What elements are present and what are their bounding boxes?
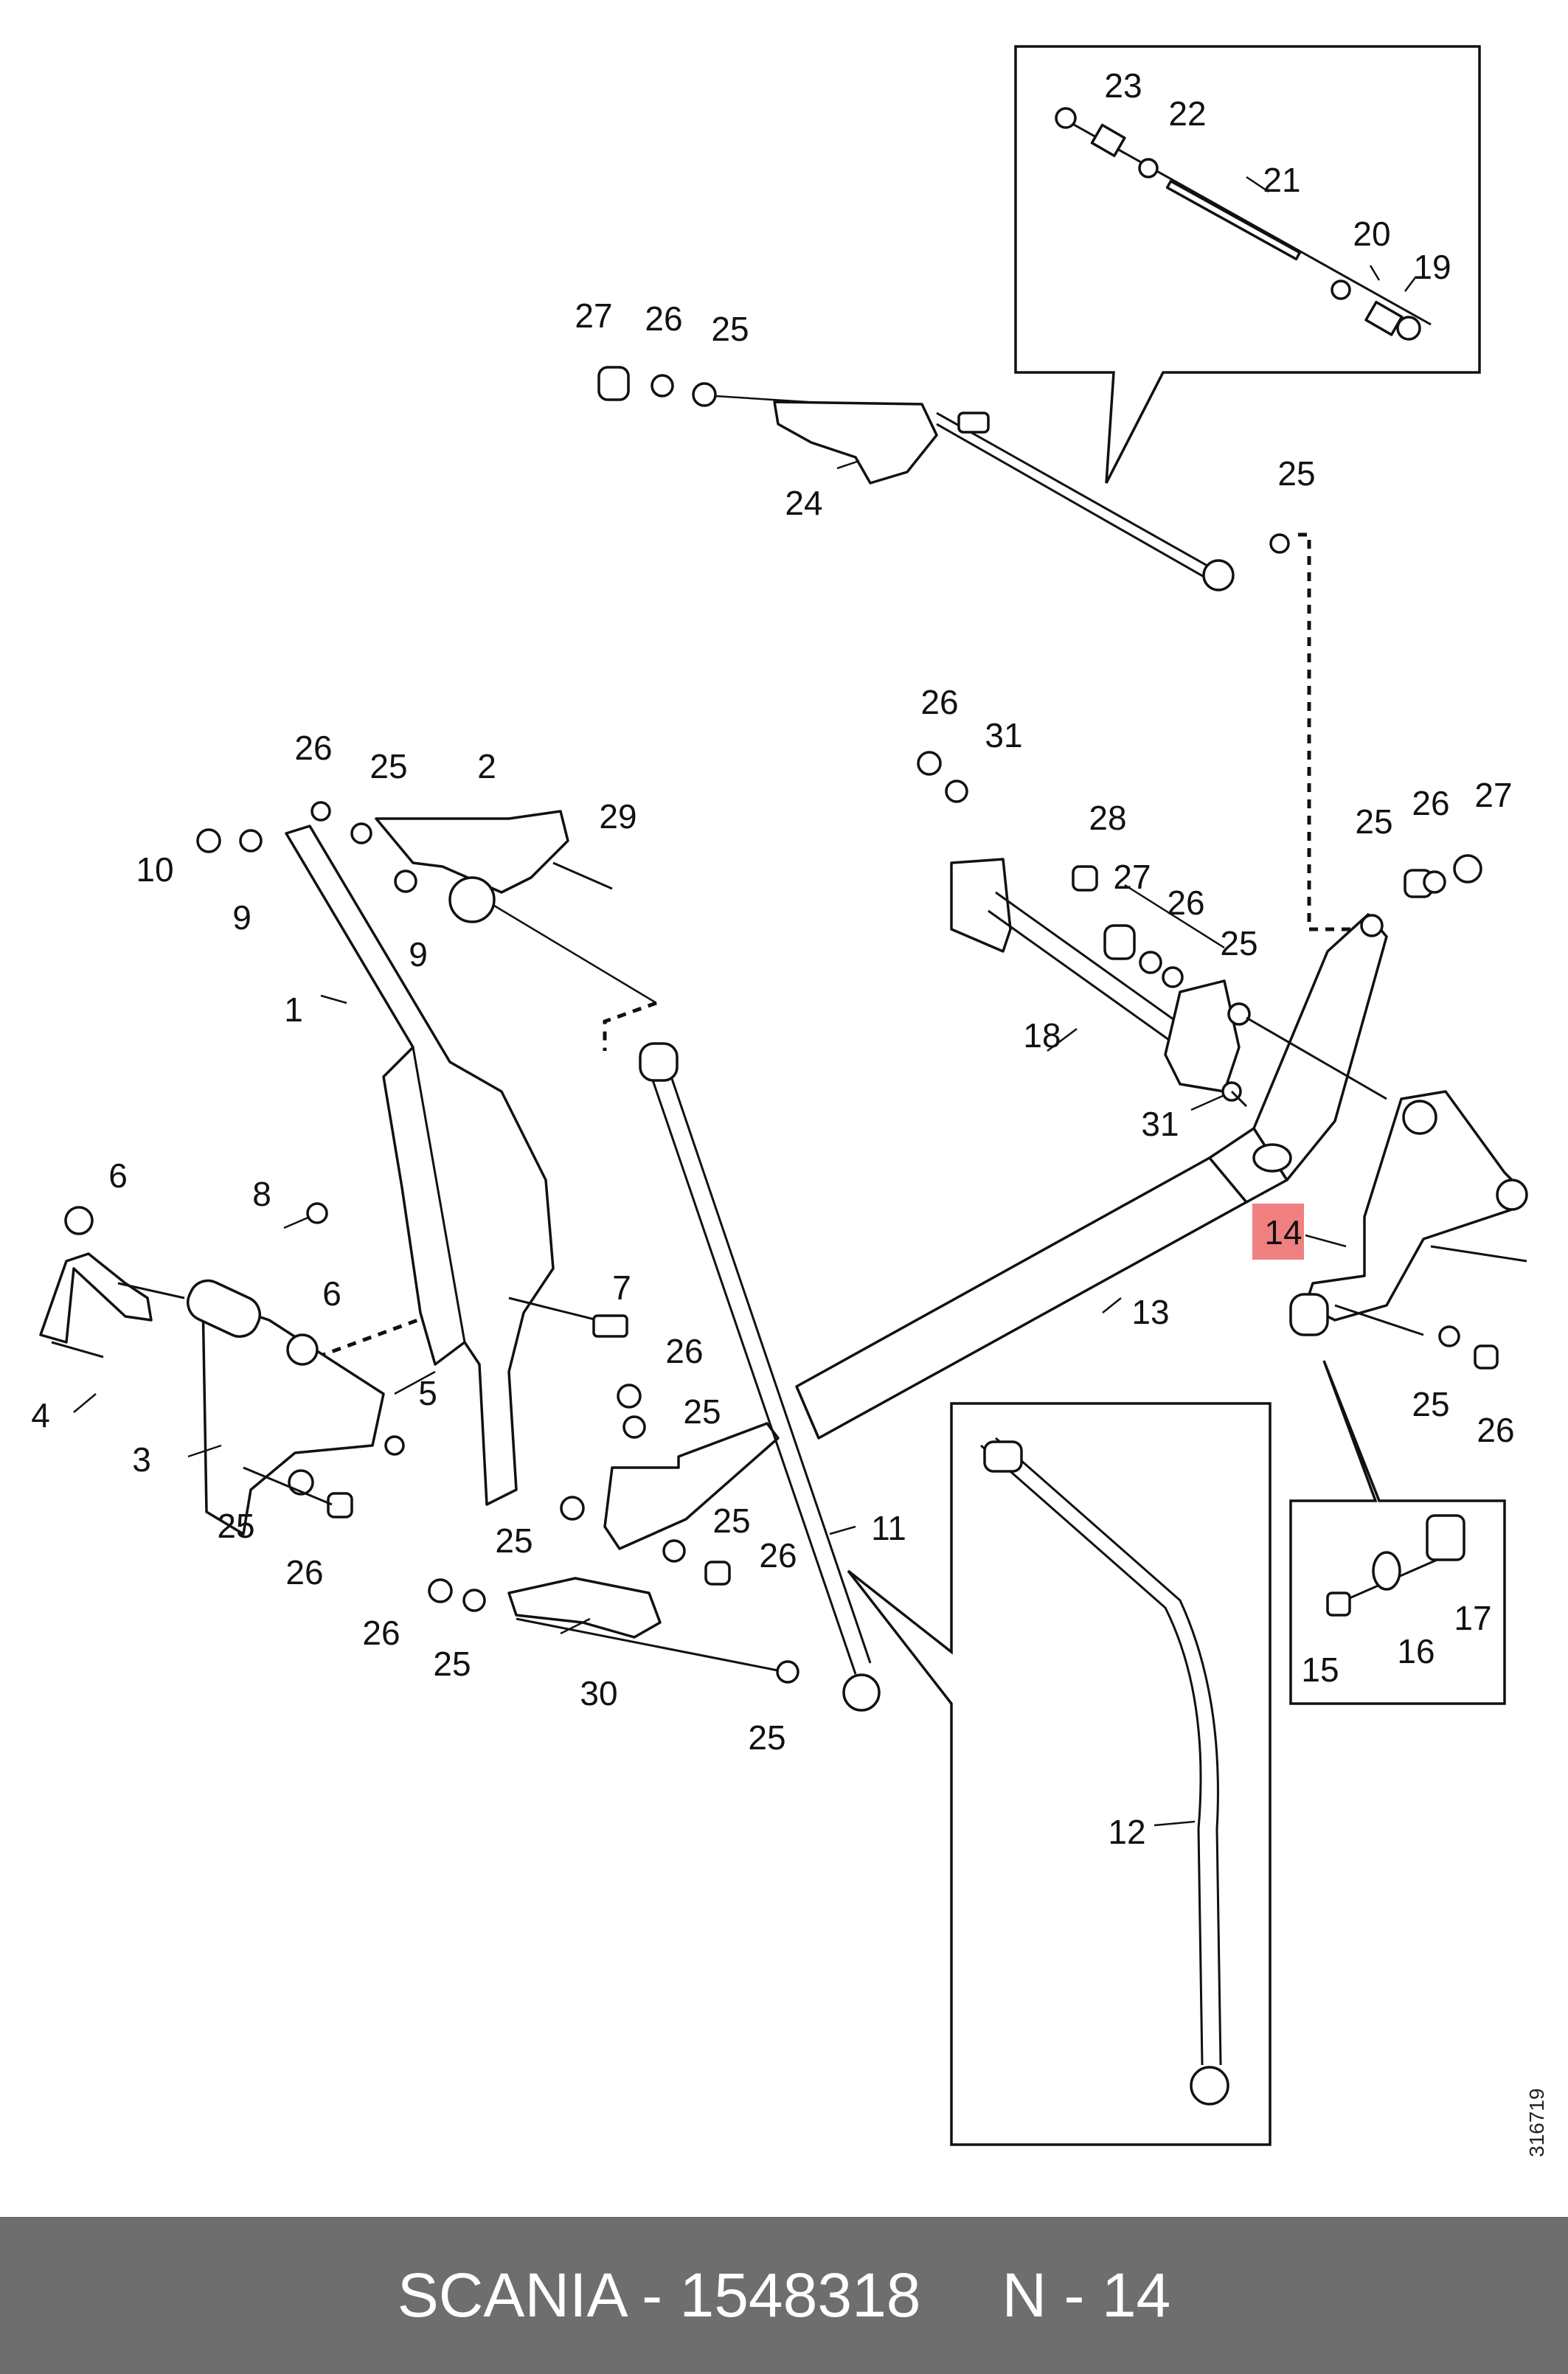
link-arm-14 [1289, 1090, 1528, 1370]
callout-25-top: 25 [711, 310, 749, 348]
callout-25-mid: 25 [1220, 924, 1257, 962]
right-mount-18 [917, 751, 1482, 1108]
callout-26-mid: 26 [1167, 884, 1204, 922]
callout-24: 24 [785, 484, 822, 522]
leader-lines [73, 176, 1417, 1827]
callout-26-right: 26 [920, 683, 958, 721]
callout-25-bottom: 25 [433, 1645, 471, 1683]
lower-center-brackets [428, 1384, 799, 1684]
callout-9-right: 9 [409, 935, 428, 973]
inset-long-bar-12 [847, 1402, 1272, 2146]
callout-3: 3 [132, 1440, 151, 1479]
callout-11: 11 [871, 1509, 906, 1547]
parts-diagram: 23 22 21 20 19 27 26 25 24 25 26 31 28 2… [31, 45, 1528, 2146]
inset-bushing-detail [1289, 1360, 1506, 1705]
callout-30: 30 [580, 1674, 617, 1712]
callout-31-lower: 31 [1141, 1105, 1179, 1143]
callout-25-center-right: 25 [712, 1502, 750, 1540]
callout-25-right-low: 25 [1412, 1385, 1449, 1423]
callout-29: 29 [599, 797, 636, 836]
drop-link-11 [639, 1042, 881, 1712]
callout-6-left: 6 [108, 1156, 128, 1195]
callout-16: 16 [1397, 1632, 1435, 1670]
callout-27-far-right: 27 [1474, 776, 1512, 814]
callout-26-far-right: 26 [1412, 784, 1449, 822]
callout-4: 4 [31, 1396, 50, 1434]
callout-5: 5 [418, 1374, 437, 1412]
highlight-box [1252, 1204, 1304, 1260]
callout-13: 13 [1131, 1293, 1169, 1331]
callout-26-left-low: 26 [285, 1553, 323, 1592]
callout-14: 14 [1264, 1213, 1302, 1252]
callout-25-left-low: 25 [217, 1507, 254, 1545]
callout-26-center: 26 [665, 1332, 703, 1370]
callout-6-right: 6 [322, 1274, 341, 1313]
footer-position: N - 14 [1002, 2260, 1171, 2330]
callout-22: 22 [1168, 94, 1206, 133]
callout-7: 7 [612, 1268, 631, 1307]
callout-25-far-right: 25 [1355, 802, 1392, 841]
callout-26-right-low: 26 [1477, 1411, 1514, 1449]
callout-26-top: 26 [645, 299, 682, 338]
callout-17: 17 [1454, 1599, 1491, 1637]
callout-27-mid: 27 [1113, 858, 1151, 896]
callout-18: 18 [1023, 1016, 1061, 1055]
callout-10: 10 [136, 850, 173, 889]
callout-25-center: 25 [683, 1392, 721, 1431]
callout-1: 1 [284, 990, 303, 1029]
callout-25-center-low: 25 [495, 1521, 533, 1560]
callout-2: 2 [477, 747, 496, 785]
callout-25-upper-right: 25 [1277, 454, 1315, 493]
callout-26-bottom: 26 [362, 1614, 400, 1652]
callout-8: 8 [252, 1175, 271, 1213]
callout-9-left: 9 [232, 898, 251, 937]
drawing-reference-number: 316719 [1525, 2088, 1548, 2157]
callout-26-center-right: 26 [759, 1536, 797, 1575]
callout-labels: 23 22 21 20 19 27 26 25 24 25 26 31 28 2… [31, 66, 1514, 1851]
callout-12: 12 [1108, 1813, 1145, 1851]
footer-brand-part: SCANIA - 1548318 [397, 2260, 921, 2330]
left-stabilizer-bracket [39, 801, 628, 1535]
callout-25-bottom-right: 25 [748, 1718, 785, 1757]
callout-31-upper: 31 [985, 716, 1022, 754]
footer-bar: SCANIA - 1548318 N - 14 [0, 2217, 1568, 2374]
callout-26-left-top: 26 [294, 729, 332, 767]
callout-23: 23 [1104, 66, 1142, 105]
upper-tie-rod-assembly [597, 366, 1290, 591]
callout-19: 19 [1413, 248, 1451, 286]
callout-21: 21 [1263, 161, 1300, 199]
inset-tie-rod-detail [1014, 45, 1481, 484]
stabilizer-bar-13 [795, 913, 1388, 1440]
callout-28: 28 [1089, 799, 1126, 837]
callout-20: 20 [1353, 215, 1390, 253]
callout-15: 15 [1301, 1651, 1339, 1689]
callout-27-top: 27 [575, 296, 612, 335]
callout-25-left-top: 25 [370, 747, 407, 785]
